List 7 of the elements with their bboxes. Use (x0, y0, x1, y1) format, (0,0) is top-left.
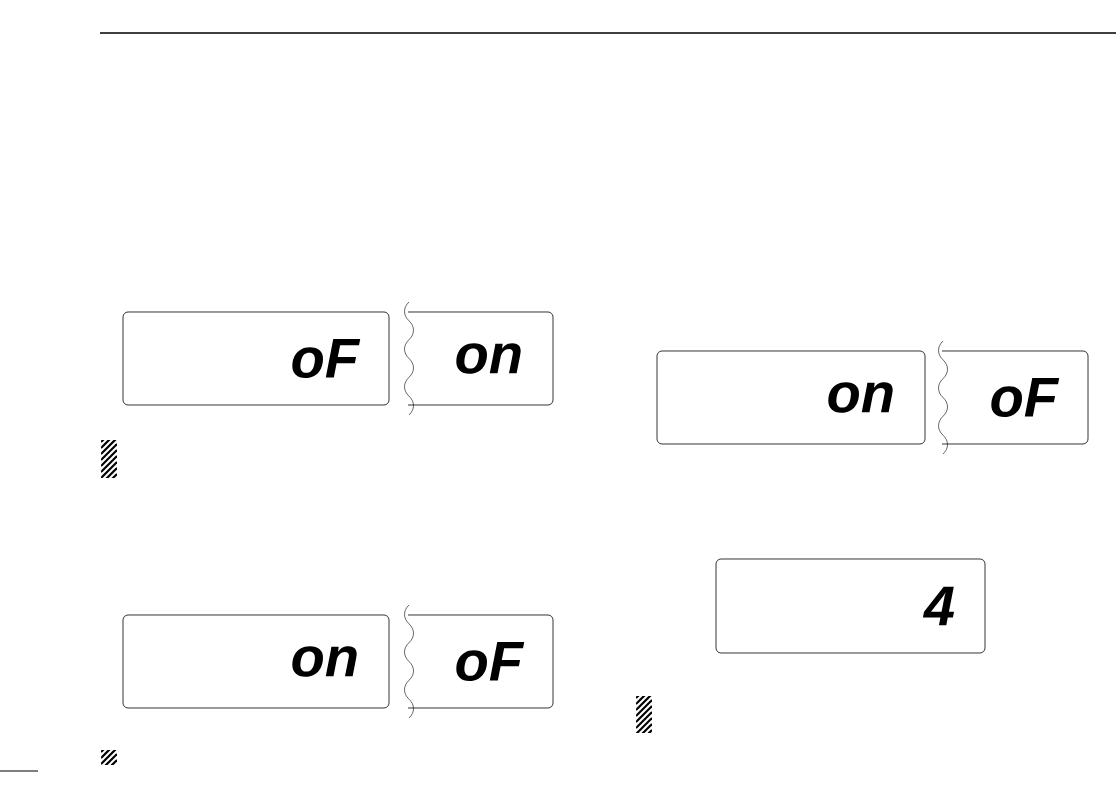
lcd-display: 4 (715, 558, 986, 654)
lcd-display: oF (122, 311, 390, 406)
lcd-display: on (656, 350, 926, 445)
lcd-display: on (122, 614, 390, 709)
lcd-display: oF (404, 604, 554, 719)
lcd-display: oF (938, 340, 1089, 455)
lcd-display: on (404, 301, 554, 416)
